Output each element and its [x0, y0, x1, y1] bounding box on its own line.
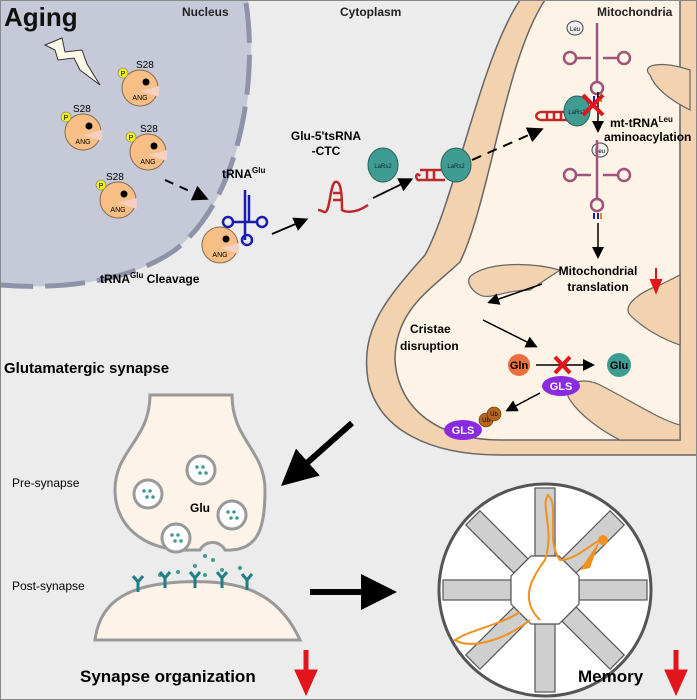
- svg-text:P: P: [129, 135, 134, 142]
- mitochondria-label: Mitochondria: [597, 5, 673, 19]
- tsrna-lars2-complex: LaRs2: [415, 147, 472, 183]
- effect-arrow: [281, 420, 354, 486]
- crista: [566, 380, 681, 441]
- gls: GLS: [542, 376, 580, 396]
- svg-text:S28: S28: [136, 60, 154, 71]
- lightning-bolt-icon: [43, 37, 101, 86]
- aminoacylation-label-line2: aminoacylation: [604, 130, 691, 144]
- svg-text:S28: S28: [140, 124, 158, 135]
- tsrna-label-line1: Glu-5'tsRNA: [291, 129, 362, 143]
- glu: Glu: [607, 353, 631, 377]
- leu-amino-acid: Leu: [591, 142, 609, 158]
- mitochondrial-translation-line1: Mitochondrial: [559, 264, 638, 278]
- nuclear-membrane: [0, 2, 252, 289]
- mitochondrial-translation-line2: translation: [567, 280, 628, 294]
- svg-text:LaRs2: LaRs2: [447, 164, 465, 170]
- nucleus: [0, 0, 252, 287]
- svg-text:S28: S28: [106, 172, 124, 183]
- svg-text:GLS: GLS: [550, 381, 573, 393]
- svg-text:P: P: [121, 71, 126, 78]
- svg-text:Glu: Glu: [610, 360, 628, 372]
- decrease-arrow-icon: [649, 268, 663, 295]
- glutaminolysis-arrow: [482, 319, 538, 348]
- synaptic-vesicle: [132, 454, 248, 554]
- binding-arrow: [372, 178, 414, 199]
- svg-text:Ub: Ub: [490, 412, 498, 418]
- svg-text:ANG: ANG: [132, 95, 147, 102]
- ang: ANG: [201, 226, 240, 264]
- trna-glu-label: tRNAGlu: [222, 166, 265, 181]
- svg-text:Gln: Gln: [510, 360, 529, 372]
- svg-text:LaRs2: LaRs2: [568, 110, 586, 116]
- cytoplasm-label: Cytoplasm: [340, 5, 401, 19]
- vesicle-glu-label: Glu: [190, 501, 210, 515]
- post-synapse-terminal: [93, 580, 303, 642]
- pre-synapse-label: Pre-synapse: [12, 476, 80, 490]
- trna-glu-cleavage-label: tRNAGlu Cleavage: [100, 271, 200, 286]
- svg-text:Leu: Leu: [595, 149, 605, 155]
- svg-text:S28: S28: [73, 104, 91, 115]
- inhibition-x-icon: [581, 93, 605, 117]
- memory-label: Memory: [578, 667, 644, 686]
- svg-text:P: P: [64, 115, 69, 122]
- svg-text:Leu: Leu: [570, 27, 580, 33]
- cleavage-arrow: [271, 217, 309, 235]
- glutamate-receptors: [131, 571, 254, 592]
- aging-title: Aging: [4, 2, 78, 32]
- svg-text:P: P: [99, 183, 104, 190]
- cristae-arrow: [487, 283, 543, 305]
- svg-text:Ub: Ub: [482, 418, 490, 424]
- glu-5-tsrna-ctc: [317, 180, 369, 214]
- crista: [646, 64, 691, 111]
- nuclear-export-arrow: [164, 179, 209, 201]
- mouse-path-arrow: [580, 540, 600, 570]
- aminoacylation-label-line1: mt-tRNALeu: [610, 115, 673, 130]
- cristae-disruption-line1: Cristae: [410, 322, 451, 336]
- synapse-organization-label: Synapse organization: [80, 667, 256, 686]
- svg-text:ANG: ANG: [212, 252, 227, 259]
- tsrna-lars2-complex: LaRs2: [535, 95, 591, 127]
- trna-glu: [221, 190, 269, 247]
- mitochondrial-import-arrow: [471, 127, 544, 161]
- inhibition-x-icon: [553, 355, 572, 375]
- cristae-disruption-line2: disruption: [400, 339, 459, 353]
- lars2: LaRs2: [367, 147, 399, 183]
- gln: Gln: [508, 354, 530, 376]
- radial-arm-maze: [437, 482, 653, 698]
- svg-text:LaRs2: LaRs2: [374, 164, 392, 170]
- tsrna-label-line2: -CTC: [312, 144, 341, 158]
- synapse-title: Glutamatergic synapse: [4, 360, 169, 377]
- crista: [627, 274, 681, 346]
- svg-text:GLS: GLS: [452, 425, 475, 437]
- decrease-arrow-icon: [664, 650, 688, 697]
- svg-text:ANG: ANG: [110, 207, 125, 214]
- svg-text:ANG: ANG: [140, 159, 155, 166]
- ubiquitination-arrow: [505, 392, 541, 412]
- crista: [468, 263, 562, 297]
- nucleus-label: Nucleus: [182, 5, 229, 19]
- svg-text:ANG: ANG: [75, 139, 90, 146]
- leu-amino-acid: Leu: [566, 20, 584, 36]
- post-synapse-label: Post-synapse: [12, 579, 85, 593]
- glutamate-dots: [142, 465, 242, 577]
- decrease-arrow-icon: [294, 650, 318, 697]
